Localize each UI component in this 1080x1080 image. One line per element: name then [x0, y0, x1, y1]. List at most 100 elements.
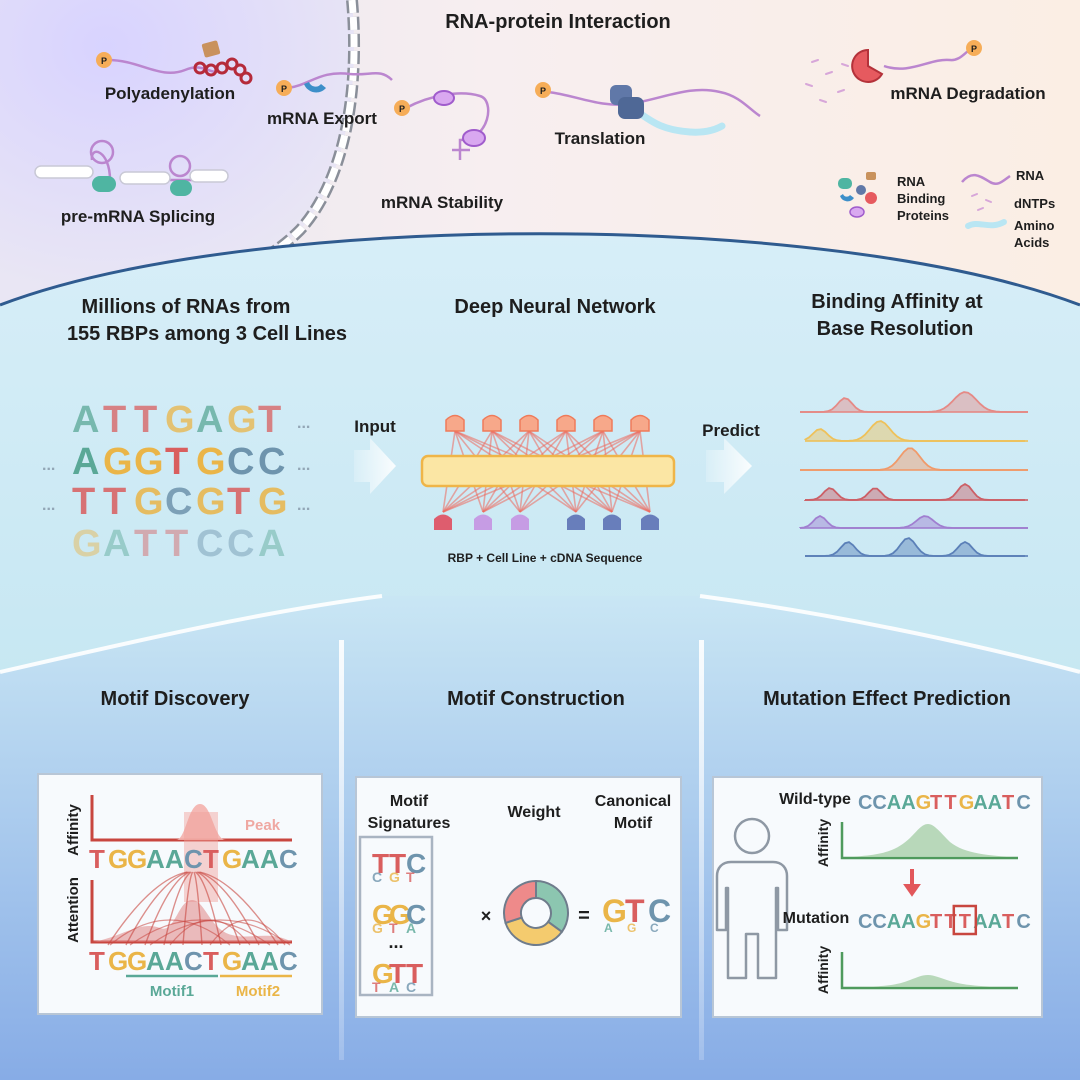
- stability-protein-icon-2: [462, 129, 486, 147]
- input-neuron: [567, 514, 585, 530]
- sequence-base: G: [134, 481, 164, 523]
- sequence-ellipsis: ...: [42, 457, 55, 474]
- output-title-line2: Base Resolution: [817, 318, 974, 340]
- input-neuron: [474, 514, 492, 530]
- exonuclease-icon: [851, 48, 884, 83]
- peak-label: Peak: [245, 817, 281, 834]
- spliceosome-icon: [92, 176, 116, 192]
- polyadenylation-label: Polyadenylation: [105, 84, 235, 103]
- output-title-line1: Binding Affinity at: [811, 291, 983, 313]
- sequence-base: T: [959, 911, 971, 933]
- sequence-base: G: [127, 844, 147, 874]
- sequence-base: T: [103, 399, 126, 441]
- mutation-effect-title: Mutation Effect Prediction: [763, 688, 1011, 710]
- logo-base: C: [406, 848, 426, 879]
- sequence-base: C: [184, 844, 203, 874]
- legend-dntp-icon: [971, 193, 992, 211]
- canonical-base-minor: A: [604, 921, 613, 935]
- cell-interior: [0, 0, 355, 310]
- phosphate-label: P: [540, 86, 546, 96]
- affinity-track-fill: [800, 516, 1028, 528]
- sequence-base: T: [930, 792, 942, 814]
- divider-left: [339, 640, 344, 1060]
- sequence-base: C: [227, 441, 254, 483]
- sequence-base: A: [988, 792, 1002, 814]
- sequence-base: A: [72, 441, 99, 483]
- sequence-base: C: [1016, 792, 1030, 814]
- legend-amino-label-2: Acids: [1014, 235, 1049, 250]
- wild-type-label: Wild-type: [779, 791, 851, 808]
- logo-base: T: [389, 848, 406, 879]
- logo-base-minor: G: [389, 869, 400, 885]
- earth-curve: [0, 232, 1080, 307]
- attention-arcs: [107, 871, 291, 946]
- mutation-affinity-curve: [842, 975, 1018, 987]
- motif1-label: Motif1: [150, 983, 194, 1000]
- sequence-base: G: [196, 481, 226, 523]
- sequence-base: A: [165, 844, 184, 874]
- logo-base-minor: C: [406, 979, 416, 995]
- splicing-label: pre-mRNA Splicing: [61, 207, 215, 226]
- legend-amino-label-1: Amino: [1014, 218, 1055, 233]
- canonical-base-minor: C: [650, 921, 659, 935]
- input-neuron: [603, 514, 621, 530]
- sequence-base: G: [196, 441, 226, 483]
- sequence-base: T: [89, 946, 105, 976]
- network-caption: RBP + Cell Line + cDNA Sequence: [448, 551, 643, 565]
- affinity-tracks: [799, 391, 1028, 557]
- affinity-track-fill: [805, 421, 1028, 441]
- signature-ellipsis: ...: [388, 932, 403, 952]
- predict-label: Predict: [702, 421, 760, 440]
- signatures-label-1: Motif: [390, 793, 429, 810]
- sequence-base: C: [279, 844, 298, 874]
- sequence-base: A: [901, 911, 915, 933]
- sequence-ellipsis: ...: [297, 457, 310, 474]
- sequence-base: C: [872, 792, 886, 814]
- sequence-base: T: [203, 844, 219, 874]
- equals-symbol: =: [578, 905, 590, 927]
- sequence-base: G: [916, 911, 932, 933]
- logo-base-minor: T: [389, 920, 398, 936]
- sequence-base: A: [901, 792, 915, 814]
- sequence-base: T: [103, 481, 126, 523]
- legend-rbp-label-1: RNA: [897, 174, 926, 189]
- output-neuron: [445, 414, 465, 432]
- md-attention-label: Attention: [65, 877, 82, 943]
- sequence-base: G: [227, 399, 257, 441]
- mrna-degradation-label: mRNA Degradation: [890, 84, 1045, 103]
- sequence-base: G: [258, 481, 288, 523]
- sequence-base: A: [146, 844, 165, 874]
- phosphate-icon: [966, 40, 982, 56]
- splicing-illustration: [34, 139, 229, 196]
- sequence-base: A: [103, 523, 130, 565]
- affinity-track-fill: [800, 448, 1028, 470]
- output-neuron: [519, 414, 539, 432]
- sequence-base: C: [858, 911, 872, 933]
- sequence-base: A: [887, 792, 901, 814]
- canonical-base: C: [648, 893, 671, 929]
- wild-type-affinity-curve: [842, 824, 1018, 857]
- sequence-base: G: [222, 844, 242, 874]
- sequence-base: T: [258, 399, 281, 441]
- mutation-highlight-box: [952, 904, 978, 936]
- legend-rna-label: RNA: [1016, 168, 1045, 183]
- sequence-base: C: [858, 792, 872, 814]
- sequence-base: A: [196, 399, 223, 441]
- sequence-base: T: [89, 844, 105, 874]
- mutation-affinity-label: Affinity: [815, 946, 831, 994]
- cell-membrane-inner: [223, 0, 358, 279]
- wild-type-affinity-label: Affinity: [815, 819, 831, 867]
- peak-shape: [176, 804, 226, 840]
- mutation-arrow-icon: [903, 869, 921, 897]
- sequence-base: T: [944, 792, 956, 814]
- sequence-base: T: [134, 523, 157, 565]
- sequence-base: C: [1016, 911, 1030, 933]
- logo-base-minor: A: [389, 979, 399, 995]
